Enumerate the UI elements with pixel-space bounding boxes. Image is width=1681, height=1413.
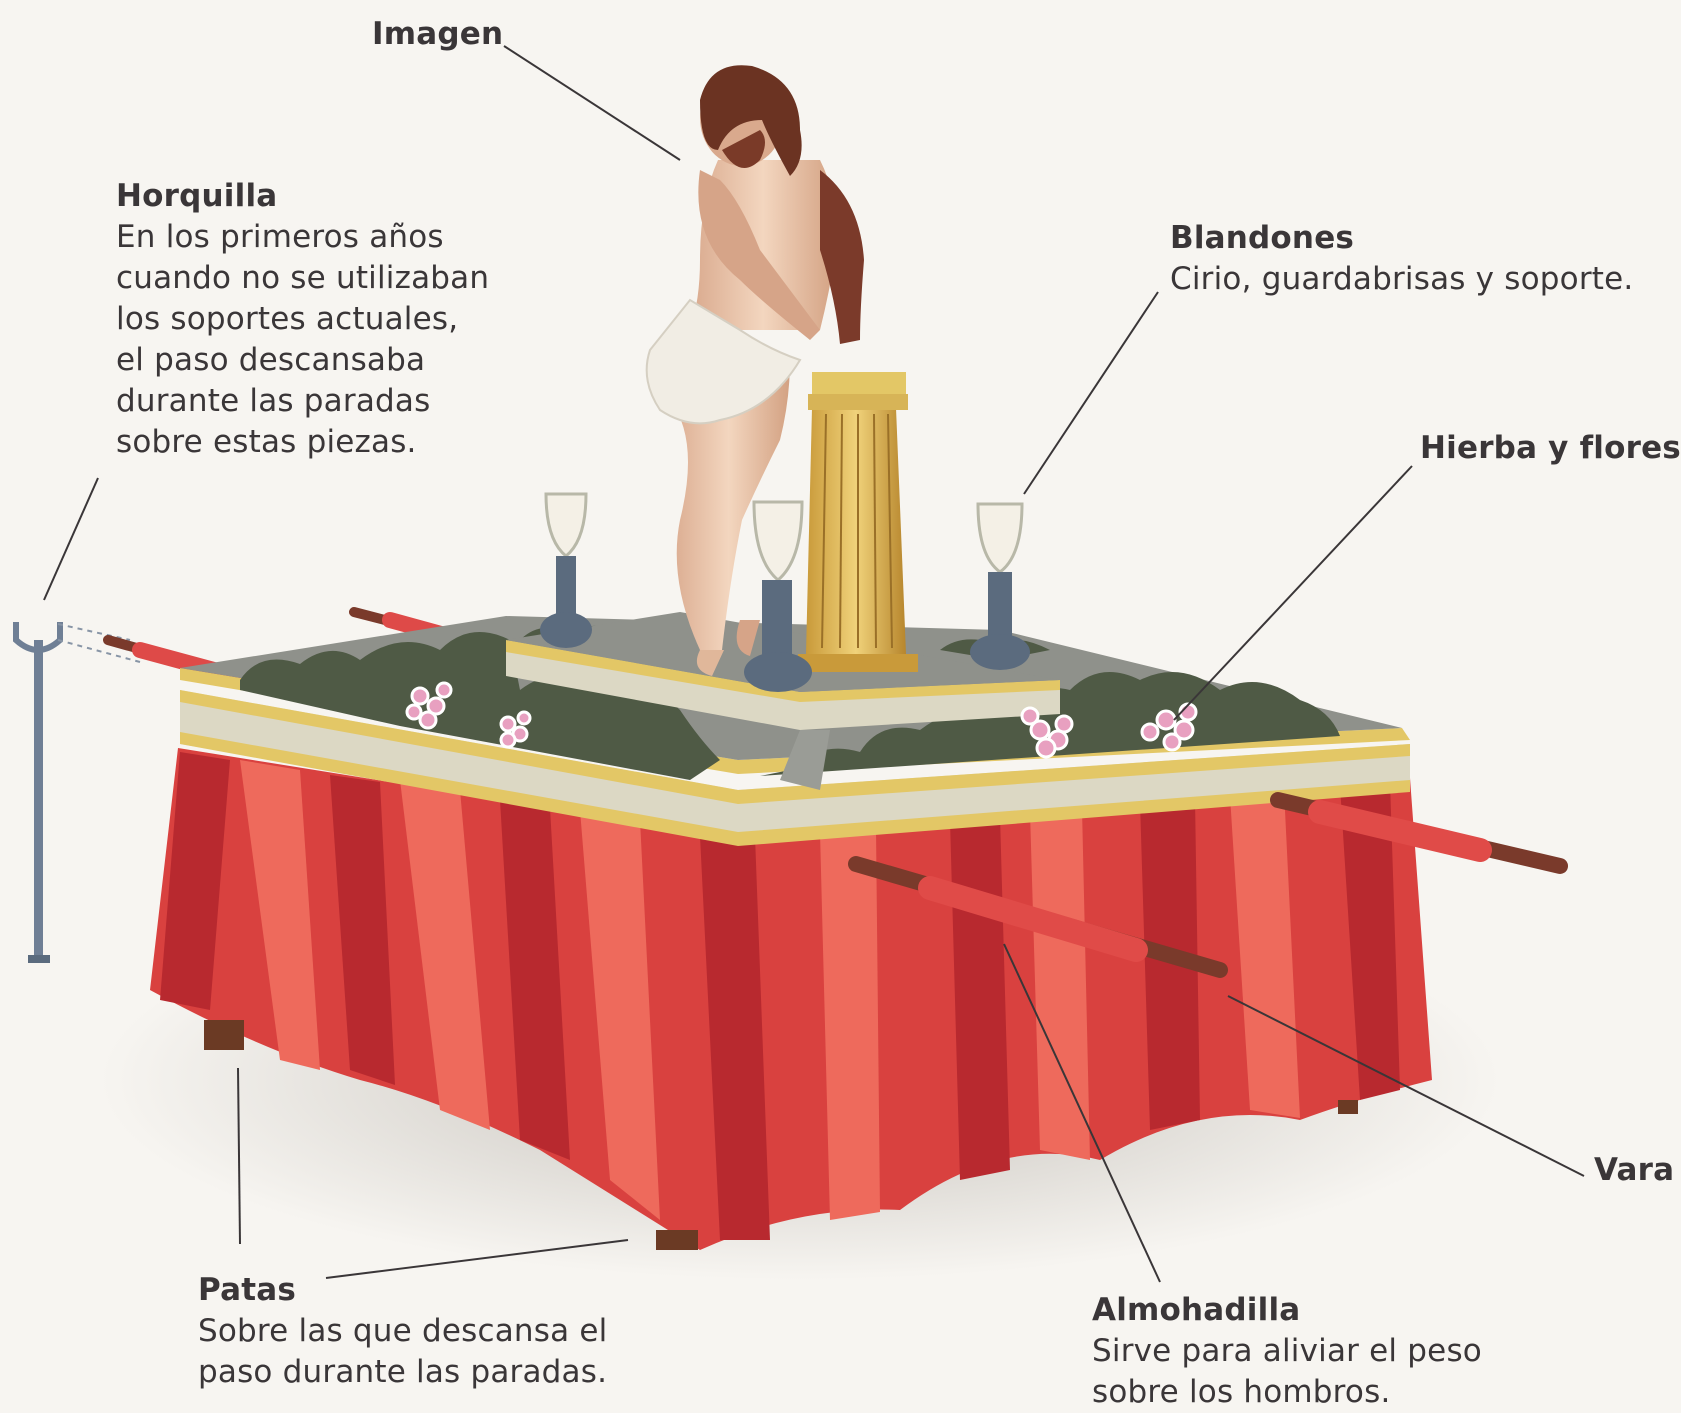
leader-imagen xyxy=(503,45,681,161)
leader-lines xyxy=(43,45,1585,1283)
patas-legs xyxy=(204,1020,1358,1250)
label-patas-title: Patas xyxy=(198,1272,296,1308)
leader-blandones xyxy=(1023,291,1159,495)
label-blandones-desc: Cirio, guardabrisas y soporte. xyxy=(1170,261,1634,297)
label-horquilla-line: cuando no se utilizaban xyxy=(116,260,490,296)
leader-vara xyxy=(1227,995,1585,1177)
blandon-right xyxy=(970,502,1030,670)
label-hierba-title: Hierba y flores xyxy=(1420,430,1681,466)
vara-right xyxy=(1270,792,1568,874)
label-vara: Vara xyxy=(1594,1150,1674,1191)
label-horquilla: Horquilla En los primeros años cuando no… xyxy=(116,176,536,463)
blandon-left xyxy=(540,492,592,648)
column xyxy=(798,372,918,672)
leader-horquilla xyxy=(43,477,99,601)
leader-patas-2 xyxy=(325,1239,629,1279)
label-imagen: Imagen xyxy=(372,14,503,55)
skirt xyxy=(150,748,1432,1250)
label-vara-title: Vara xyxy=(1594,1152,1675,1188)
leader-patas-1 xyxy=(237,1067,241,1245)
leader-almohadilla xyxy=(1003,943,1161,1283)
label-horquilla-line: En los primeros años xyxy=(116,219,444,255)
flowers xyxy=(405,681,1198,759)
blandon-center xyxy=(744,500,812,692)
label-patas: Patas Sobre las que descansa el paso dur… xyxy=(198,1270,678,1393)
label-almohadilla-line: sobre los hombros. xyxy=(1092,1374,1391,1410)
label-horquilla-title: Horquilla xyxy=(116,178,278,214)
label-almohadilla-title: Almohadilla xyxy=(1092,1292,1301,1328)
label-blandones: Blandones Cirio, guardabrisas y soporte. xyxy=(1170,218,1681,300)
label-horquilla-line: los soportes actuales, xyxy=(116,301,459,337)
label-blandones-title: Blandones xyxy=(1170,220,1355,256)
label-imagen-title: Imagen xyxy=(372,16,504,52)
label-horquilla-line: sobre estas piezas. xyxy=(116,424,417,460)
label-almohadilla-line: Sirve para aliviar el peso xyxy=(1092,1333,1482,1369)
label-horquilla-line: durante las paradas xyxy=(116,383,431,419)
imagen-figure xyxy=(645,65,864,676)
horquilla-stand xyxy=(13,622,141,963)
label-patas-line: paso durante las paradas. xyxy=(198,1354,608,1390)
vara-front xyxy=(848,856,1228,978)
label-horquilla-line: el paso descansaba xyxy=(116,342,426,378)
label-patas-line: Sobre las que descansa el xyxy=(198,1313,608,1349)
label-almohadilla: Almohadilla Sirve para aliviar el peso s… xyxy=(1092,1290,1572,1413)
leader-hierba xyxy=(1173,465,1413,721)
label-hierba-flores: Hierba y flores xyxy=(1420,428,1681,469)
